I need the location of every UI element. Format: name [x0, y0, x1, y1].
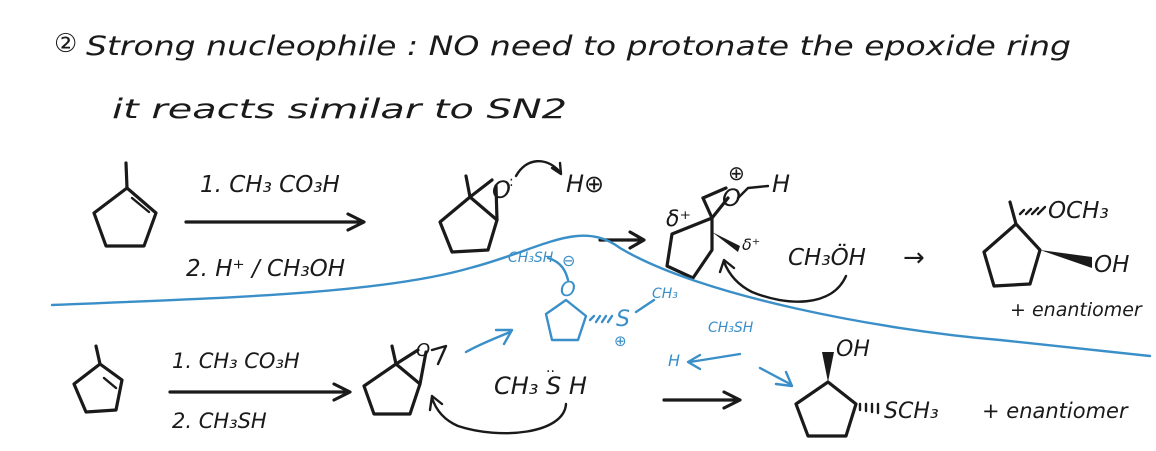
blue-sulfur: S	[616, 307, 630, 332]
section-number: ②	[54, 29, 77, 59]
methanethiol-lone-pairs: ..	[546, 360, 555, 376]
top-reagent-2: 2. H⁺ / CH₃OH	[186, 256, 345, 282]
blue-arrow-to-oxide	[546, 256, 570, 282]
protonated-oxygen: O	[722, 184, 741, 212]
trans-product-top	[982, 200, 1092, 288]
heading-line-1: Strong nucleophile : NO need to protonat…	[86, 31, 1071, 62]
blue-arrow-up-right	[464, 328, 514, 354]
curved-arrow-methanol-attack	[718, 258, 848, 303]
epoxide-bottom-tail	[430, 344, 448, 366]
oxygen-hydrogen: H	[772, 170, 790, 198]
bottom-product-sch3: SCH₃	[884, 399, 939, 424]
cyclopentene-bottom	[72, 344, 124, 414]
top-product-enantiomer: + enantiomer	[1010, 299, 1143, 321]
lone-pairs-top: :	[509, 174, 514, 190]
arrow-to-top-product: →	[903, 243, 925, 273]
blue-hydrogen: H	[668, 351, 680, 370]
blue-methyl-bond	[634, 298, 656, 314]
epoxide-top	[438, 174, 499, 254]
curved-arrow-thiol-attack	[428, 394, 568, 435]
blue-arrow-to-bottom-product	[758, 366, 794, 388]
oxygen-charge: ⊕	[728, 161, 745, 185]
protonated-epoxide	[665, 184, 770, 280]
delta-plus-right: δ⁺	[742, 235, 760, 254]
top-product-oh: OH	[1094, 252, 1129, 278]
blue-ring-intermediate	[544, 298, 588, 342]
blue-oxide: O	[560, 277, 576, 301]
curved-arrow-to-proton	[514, 160, 563, 178]
top-reagent-arrow	[184, 212, 366, 232]
trans-product-bottom	[794, 352, 880, 438]
proton: H⊕	[566, 170, 604, 198]
blue-sulfur-charge: ⊕	[614, 332, 627, 350]
epoxide-bottom	[362, 344, 428, 416]
bottom-reagent-arrow	[168, 382, 352, 402]
bottom-product-oh: OH	[836, 337, 870, 362]
blue-ch3sh-left: CH₃SH	[508, 250, 554, 266]
blue-divider-line	[50, 234, 1152, 358]
top-reagent-1: 1. CH₃ CO₃H	[200, 172, 340, 198]
epoxide-top-oxygen: O	[492, 176, 511, 204]
blue-arrow-to-h	[686, 352, 742, 371]
blue-oxide-charge: ⊖	[562, 251, 575, 270]
arrow-to-bottom-product	[662, 390, 742, 410]
epoxide-bottom-oxygen: O	[416, 340, 430, 361]
cyclopentene-top	[92, 161, 158, 248]
methanol-nucleophile: CH₃ÖH	[788, 243, 866, 271]
blue-ch3sh-right: CH₃SH	[708, 320, 754, 336]
blue-methyl-tag: CH₃	[652, 286, 678, 302]
top-product-och3: OCH₃	[1048, 198, 1109, 224]
methanethiol-nucleophile: CH₃ S H	[494, 372, 587, 400]
bottom-reagent-2: 2. CH₃SH	[172, 409, 267, 433]
bottom-product-enantiomer: + enantiomer	[982, 399, 1129, 423]
bottom-reagent-1: 1. CH₃ CO₃H	[172, 349, 300, 373]
methyl-wedge-protonated	[712, 232, 740, 252]
blue-hash-bond	[588, 314, 614, 324]
heading-line-2: it reacts similar to SN2	[112, 94, 567, 125]
delta-plus-left: δ⁺	[666, 207, 691, 232]
